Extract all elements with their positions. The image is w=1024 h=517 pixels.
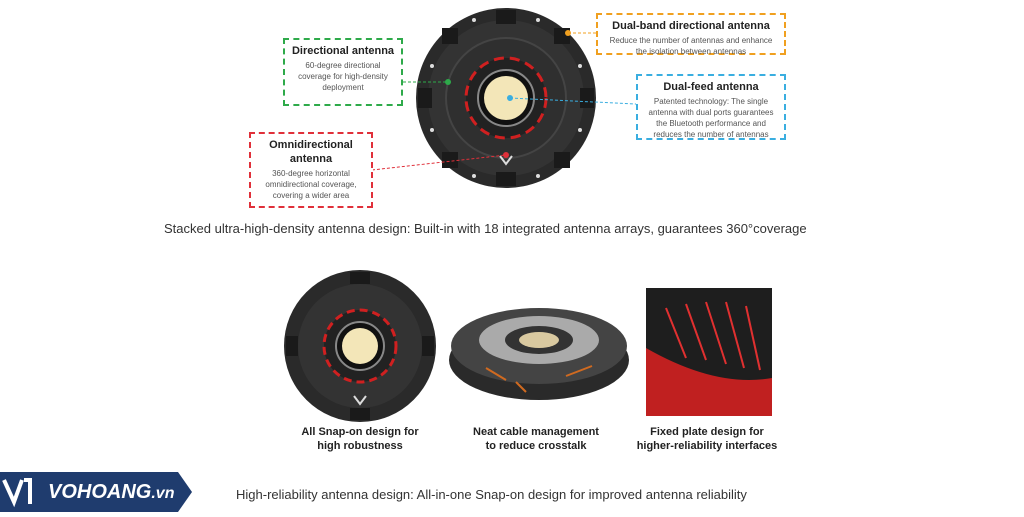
callout-dual-band-antenna: Dual-band directional antenna Reduce the… <box>596 13 786 56</box>
callout-title: Dual-feed antenna <box>663 81 759 93</box>
feature-line1: Fixed plate design for <box>650 426 764 438</box>
callout-omnidirectional-antenna: Omnidirectional antenna 360-degree horiz… <box>249 132 373 208</box>
feature-line2: higher-reliability interfaces <box>636 440 778 452</box>
callout-description: 360-degree horizontal omnidirectional co… <box>265 169 357 200</box>
cable-management-image <box>449 308 629 400</box>
feature-caption-fixed-plate: Fixed plate design for higher-reliabilit… <box>627 425 787 453</box>
callout-connectors <box>371 30 637 171</box>
snap-on-design-image <box>284 270 436 422</box>
callout-description: Patented technology: The single antenna … <box>648 97 774 139</box>
vohoang-logo: VOHOANG.vn <box>0 472 192 512</box>
callout-directional-antenna: Directional antenna 60-degree directiona… <box>283 38 403 106</box>
feature-line1: All Snap-on design for <box>301 426 419 438</box>
callout-title: Dual-band directional antenna <box>612 20 770 32</box>
feature-caption-cable: Neat cable management to reduce crosstal… <box>456 425 616 453</box>
logo-background <box>0 472 192 512</box>
logo-suffix: .vn <box>151 485 175 502</box>
callout-description: Reduce the number of antennas and enhanc… <box>609 36 773 56</box>
bottom-caption: High-reliability antenna design: All-in-… <box>236 487 747 502</box>
logo-brand: VOHOANG <box>48 481 152 503</box>
feature-line2: to reduce crosstalk <box>485 440 587 452</box>
callout-title: Omnidirectional antenna <box>269 139 353 165</box>
callout-description: 60-degree directional coverage for high-… <box>298 61 388 92</box>
callout-dual-feed-antenna: Dual-feed antenna Patented technology: T… <box>636 74 786 140</box>
feature-caption-snap-on: All Snap-on design for high robustness <box>280 425 440 453</box>
callout-title: Directional antenna <box>291 45 395 57</box>
feature-line1: Neat cable management <box>473 426 599 438</box>
top-caption: Stacked ultra-high-density antenna desig… <box>164 221 807 236</box>
fixed-plate-image <box>646 288 772 416</box>
antenna-top-view-image <box>416 8 596 188</box>
feature-line2: high robustness <box>317 440 403 452</box>
